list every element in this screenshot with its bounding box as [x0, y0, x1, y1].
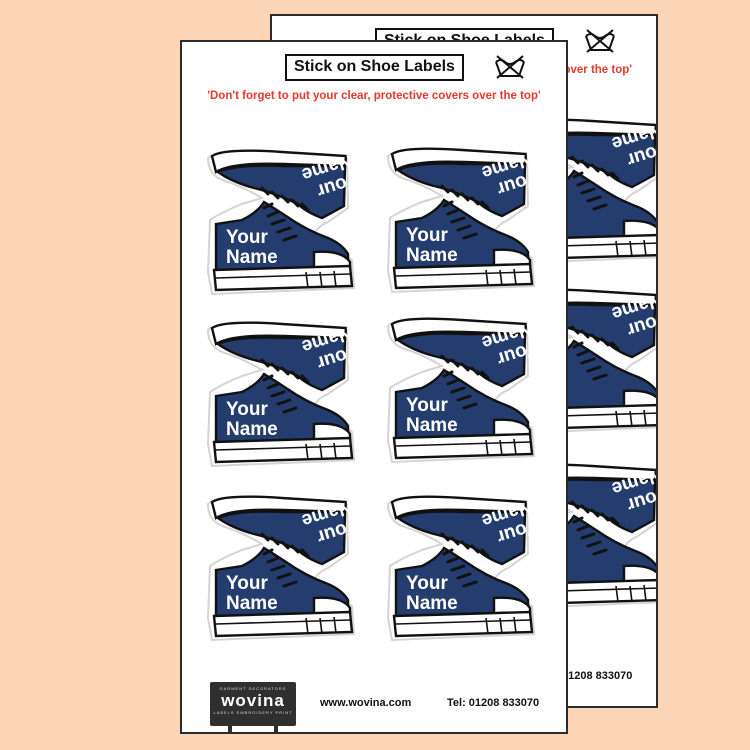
back-sheet-phone: 01208 833070 — [562, 670, 633, 682]
logo-brand-text: wovina — [221, 691, 285, 710]
front-label-sheet: Stick on Shoe Labels 'Don't forget to pu… — [180, 40, 568, 734]
website-link[interactable]: www.wovina.com — [320, 697, 412, 709]
do-not-wash-icon — [495, 55, 525, 79]
brand-logo: GARMENT DECORATORS wovina LABELS EMBROID… — [210, 682, 296, 732]
do-not-wash-icon — [585, 29, 615, 53]
back-sheet-subtitle: over the top' — [563, 64, 632, 76]
sheet-subtitle: 'Don't forget to put your clear, protect… — [207, 90, 541, 102]
sheet-title: Stick on Shoe Labels — [285, 54, 464, 81]
logo-bottom-text: LABELS EMBROIDERY PRINT — [213, 710, 293, 715]
logo-top-text: GARMENT DECORATORS — [219, 686, 287, 691]
phone-number: Tel: 01208 833070 — [447, 697, 540, 709]
